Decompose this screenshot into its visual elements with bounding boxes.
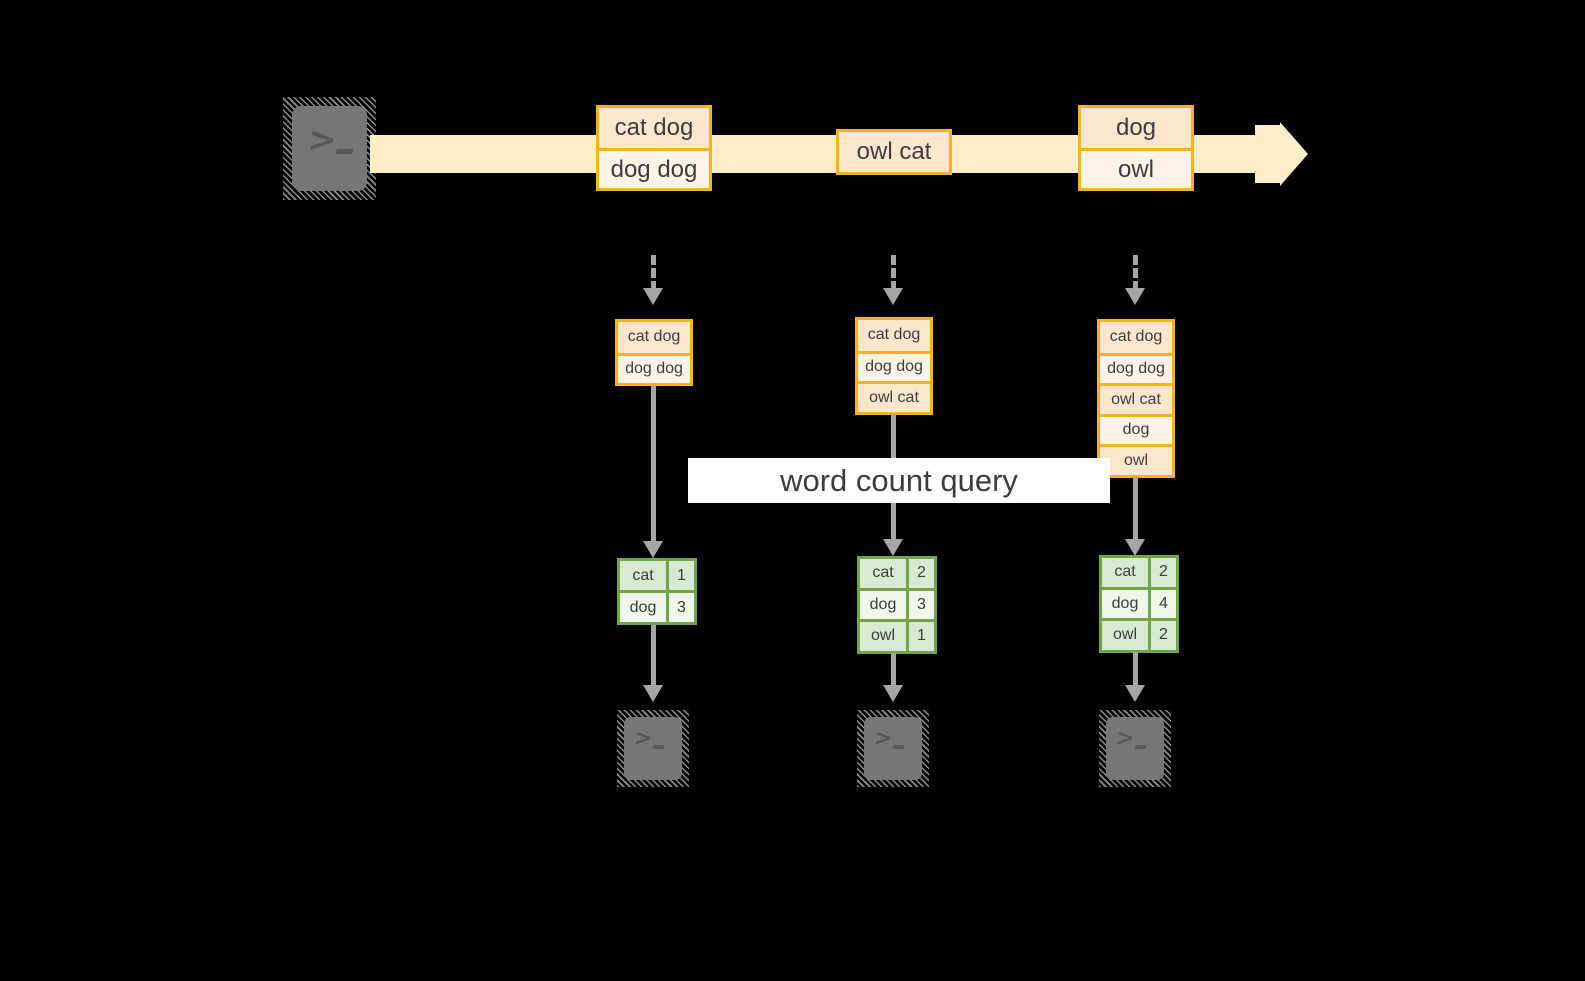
result-word: owl <box>1102 621 1148 650</box>
prompt-cursor-icon <box>892 745 905 749</box>
table-row[interactable]: dog 3 <box>620 590 694 622</box>
accumulator-line: cat dog <box>858 320 930 351</box>
stream-batch-3[interactable]: dog owl <box>1078 105 1194 191</box>
result-table-3[interactable]: cat 2 dog 4 owl 2 <box>1099 555 1179 653</box>
sink-arrowhead-2-icon <box>883 685 903 702</box>
table-row[interactable]: cat 2 <box>860 559 934 588</box>
prompt-chevron-icon: > <box>1114 726 1136 751</box>
stream-line: owl <box>1081 148 1191 188</box>
accumulator-line: cat dog <box>618 322 690 353</box>
sink-terminal-2-icon[interactable]: > <box>857 710 929 787</box>
stream-line: dog <box>1081 108 1191 148</box>
accumulator-line: owl cat <box>1100 383 1172 414</box>
result-word: dog <box>860 590 906 619</box>
trigger-arrowhead-3-icon <box>1125 288 1145 305</box>
stream-batch-1[interactable]: cat dog dog dog <box>596 105 712 191</box>
stream-batch-2[interactable]: owl cat <box>836 129 952 175</box>
result-count: 4 <box>1148 589 1176 618</box>
trigger-arrowhead-2-icon <box>883 288 903 305</box>
stream-arrowhead-icon <box>1280 122 1308 186</box>
table-row[interactable]: dog 4 <box>1102 586 1176 618</box>
table-row[interactable]: cat 1 <box>620 561 694 590</box>
terminal-screen: > <box>1106 717 1164 780</box>
accumulator-1[interactable]: cat dog dog dog <box>615 319 693 386</box>
prompt-chevron-icon: > <box>632 726 654 751</box>
query-connector-1 <box>651 386 656 544</box>
query-banner: word count query <box>688 458 1110 503</box>
stream-line: cat dog <box>599 108 709 148</box>
result-count: 1 <box>906 622 934 651</box>
result-table-2[interactable]: cat 2 dog 3 owl 1 <box>857 556 937 654</box>
result-count: 2 <box>1148 558 1176 587</box>
result-count: 3 <box>666 593 694 622</box>
sink-connector-1 <box>651 625 656 688</box>
trigger-connector-dashed-1 <box>651 255 656 291</box>
prompt-chevron-icon: > <box>305 120 339 160</box>
table-row[interactable]: cat 2 <box>1102 558 1176 587</box>
result-word: cat <box>860 559 906 588</box>
prompt-cursor-icon <box>1134 745 1147 749</box>
accumulator-line: dog <box>1100 413 1172 444</box>
result-count: 2 <box>1148 621 1176 650</box>
sink-terminal-1-icon[interactable]: > <box>617 710 689 787</box>
sink-arrowhead-1-icon <box>643 685 663 702</box>
result-word: cat <box>620 561 666 590</box>
query-arrowhead-3-icon <box>1125 539 1145 556</box>
accumulator-line: owl cat <box>858 381 930 412</box>
sink-arrowhead-3-icon <box>1125 685 1145 702</box>
accumulator-line: cat dog <box>1100 322 1172 353</box>
query-arrowhead-2-icon <box>883 539 903 556</box>
query-banner-label: word count query <box>780 462 1018 498</box>
stream-line: owl cat <box>839 132 949 172</box>
query-connector-3 <box>1133 477 1138 542</box>
table-row[interactable]: dog 3 <box>860 587 934 619</box>
result-word: cat <box>1102 558 1148 587</box>
prompt-cursor-icon <box>652 745 665 749</box>
result-count: 2 <box>906 559 934 588</box>
result-count: 1 <box>666 561 694 590</box>
stream-line: dog dog <box>599 148 709 188</box>
sink-connector-2 <box>891 653 896 688</box>
prompt-chevron-icon: > <box>872 726 894 751</box>
terminal-screen: > <box>624 717 682 780</box>
accumulator-line: owl <box>1100 444 1172 475</box>
accumulator-line: dog dog <box>618 352 690 383</box>
sink-terminal-3-icon[interactable]: > <box>1099 710 1171 787</box>
prompt-cursor-icon <box>335 149 354 154</box>
stream-head-shoulder <box>1255 125 1281 183</box>
result-word: dog <box>1102 589 1148 618</box>
trigger-connector-dashed-2 <box>891 255 896 291</box>
trigger-arrowhead-1-icon <box>643 288 663 305</box>
result-count: 3 <box>906 590 934 619</box>
result-word: dog <box>620 593 666 622</box>
trigger-connector-dashed-3 <box>1133 255 1138 291</box>
accumulator-line: dog dog <box>858 350 930 381</box>
accumulator-2[interactable]: cat dog dog dog owl cat <box>855 317 933 415</box>
source-terminal-icon[interactable]: > <box>283 97 376 200</box>
result-word: owl <box>860 622 906 651</box>
result-table-1[interactable]: cat 1 dog 3 <box>617 558 697 625</box>
sink-connector-3 <box>1133 652 1138 688</box>
terminal-screen: > <box>292 106 367 191</box>
table-row[interactable]: owl 1 <box>860 619 934 651</box>
accumulator-line: dog dog <box>1100 352 1172 383</box>
table-row[interactable]: owl 2 <box>1102 618 1176 650</box>
accumulator-3[interactable]: cat dog dog dog owl cat dog owl <box>1097 319 1175 478</box>
query-arrowhead-1-icon <box>643 541 663 558</box>
terminal-screen: > <box>864 717 922 780</box>
